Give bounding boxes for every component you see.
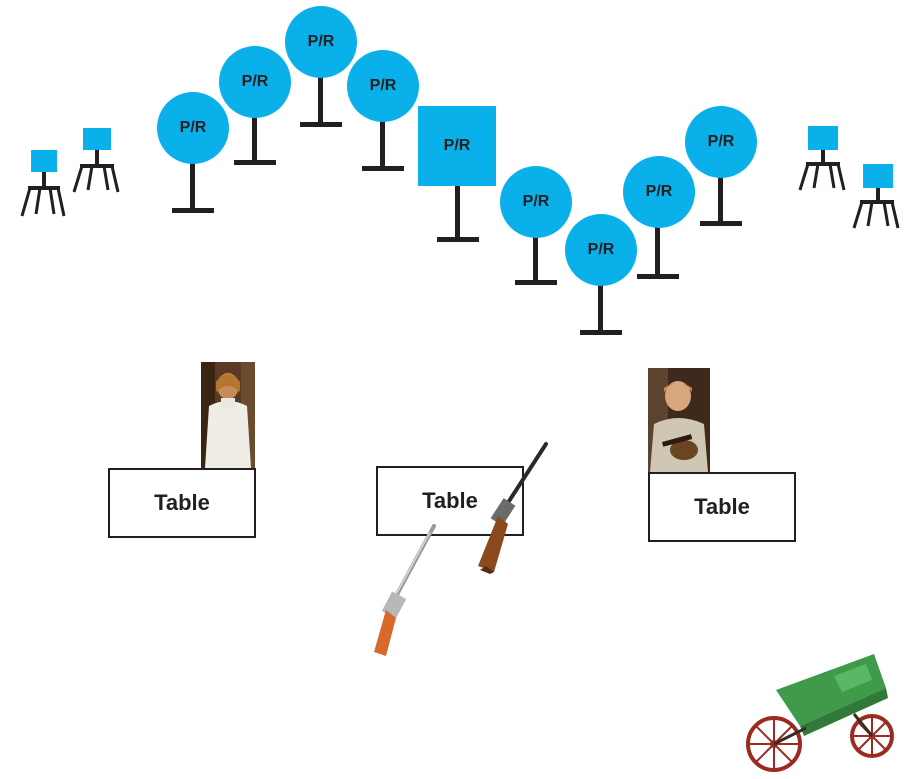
woman-figure-photo xyxy=(201,362,255,468)
chair-icon xyxy=(848,162,908,252)
chair-icon xyxy=(14,148,74,238)
pr-head: P/R xyxy=(623,156,695,228)
boy-figure-photo xyxy=(648,368,710,472)
pr-head: P/R xyxy=(565,214,637,286)
chair-icon xyxy=(792,124,852,214)
table-box: Table xyxy=(108,468,256,538)
pr-head: P/R xyxy=(157,92,229,164)
chair-icon xyxy=(68,126,128,216)
buggy-carriage-icon xyxy=(734,640,900,774)
pr-head-square: P/R xyxy=(418,106,496,186)
table-box: Table xyxy=(648,472,796,542)
pr-head: P/R xyxy=(285,6,357,78)
table-box: Table xyxy=(376,466,524,536)
pr-head: P/R xyxy=(219,46,291,118)
pr-head: P/R xyxy=(685,106,757,178)
pr-head: P/R xyxy=(500,166,572,238)
rifle-icon xyxy=(468,440,554,576)
rifle-icon xyxy=(364,520,448,660)
pr-head: P/R xyxy=(347,50,419,122)
